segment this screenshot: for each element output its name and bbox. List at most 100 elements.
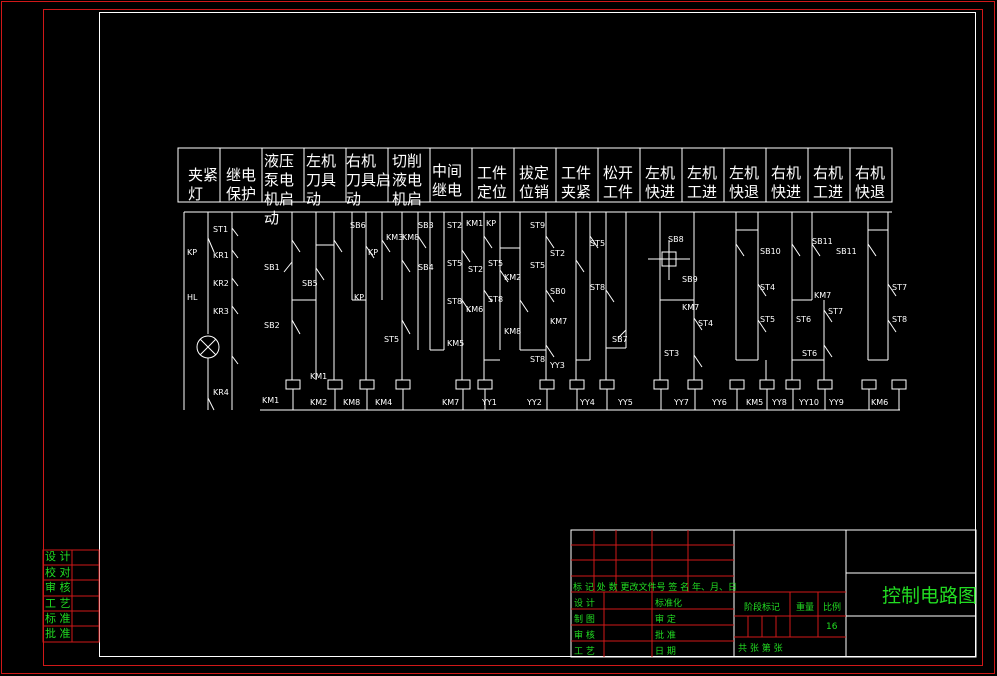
left-table-cell: 审 核 bbox=[45, 581, 71, 594]
svg-text:SB0: SB0 bbox=[550, 287, 566, 296]
svg-text:ST4: ST4 bbox=[760, 283, 775, 292]
header-cell: 工件 定位 bbox=[477, 164, 508, 201]
header-cell: 拔定 位销 bbox=[519, 164, 550, 201]
sheet-count: 共 张 第 张 bbox=[738, 644, 783, 654]
svg-text:SB11: SB11 bbox=[836, 247, 857, 256]
svg-text:YY3: YY3 bbox=[549, 361, 565, 370]
title-block-label: 批 准 bbox=[655, 631, 676, 641]
drawing-title: 控制电路图 bbox=[882, 585, 978, 607]
svg-text:ST4: ST4 bbox=[698, 319, 713, 328]
svg-text:SB7: SB7 bbox=[612, 335, 628, 344]
svg-text:KR1: KR1 bbox=[213, 251, 229, 260]
svg-text:KP: KP bbox=[368, 248, 378, 257]
coil-label: YY9 bbox=[828, 398, 844, 407]
contact-labels: ST1 KP KR1 KR2 KR3 HL KR4 SB1 SB2 SB5 KM… bbox=[187, 219, 907, 397]
title-block-label: 审 定 bbox=[655, 615, 676, 625]
title-block-label: 设 计 bbox=[574, 599, 595, 609]
svg-text:HL: HL bbox=[187, 293, 198, 302]
header-cell: 中间 继电 bbox=[432, 162, 463, 199]
svg-text:SB6: SB6 bbox=[350, 221, 366, 230]
coil-label: KM5 bbox=[746, 398, 763, 407]
left-table-cell: 标 准 bbox=[45, 612, 71, 625]
stage-mark-label: 阶段标记 bbox=[744, 603, 781, 613]
coil-label: KM8 bbox=[343, 398, 360, 407]
weight-label: 重量 bbox=[796, 603, 815, 613]
svg-text:ST8: ST8 bbox=[590, 283, 605, 292]
svg-text:ST8: ST8 bbox=[892, 315, 907, 324]
scale-label: 比例 bbox=[823, 603, 842, 613]
svg-text:SB4: SB4 bbox=[418, 263, 434, 272]
header-cell: 夹紧 灯 bbox=[188, 166, 219, 203]
header-cell: 右机 工进 bbox=[813, 164, 844, 201]
coil-label: YY5 bbox=[617, 398, 633, 407]
coil-label: YY1 bbox=[481, 398, 497, 407]
coil-label: KM4 bbox=[375, 398, 392, 407]
left-table-cell: 批 准 bbox=[45, 627, 71, 640]
header-cell: 继电 保护 bbox=[226, 166, 257, 203]
coil-label: YY2 bbox=[526, 398, 542, 407]
svg-text:SB1: SB1 bbox=[264, 263, 280, 272]
svg-text:ST5: ST5 bbox=[384, 335, 399, 344]
header-cell: 右机 快退 bbox=[855, 164, 886, 201]
left-table-cell: 工 艺 bbox=[45, 597, 71, 610]
title-block-header-row: 标 记 处 数 更改文件号 签 名 年、月、日 bbox=[573, 583, 738, 593]
coil-label: YY7 bbox=[673, 398, 689, 407]
svg-text:SB5: SB5 bbox=[302, 279, 318, 288]
svg-text:KP: KP bbox=[187, 248, 197, 257]
coil-label: YY4 bbox=[579, 398, 595, 407]
svg-text:ST8: ST8 bbox=[447, 297, 462, 306]
header-cell: 松开 工件 bbox=[603, 164, 634, 201]
svg-text:SB11: SB11 bbox=[812, 237, 833, 246]
svg-text:KM8: KM8 bbox=[504, 327, 521, 336]
drawing-border-red bbox=[43, 9, 983, 666]
header-cell: 右机 刀具启 动 bbox=[346, 152, 392, 208]
svg-text:ST7: ST7 bbox=[828, 307, 843, 316]
svg-text:KM1: KM1 bbox=[466, 219, 483, 228]
svg-text:ST9: ST9 bbox=[530, 221, 545, 230]
header-cell: 左机 快退 bbox=[729, 164, 760, 201]
svg-text:SB10: SB10 bbox=[760, 247, 781, 256]
title-block-label: 工 艺 bbox=[574, 647, 595, 657]
header-cell: 液压 泵电 机启 动 bbox=[264, 152, 295, 227]
svg-text:SB3: SB3 bbox=[418, 221, 434, 230]
svg-text:KP: KP bbox=[354, 293, 364, 302]
svg-text:ST5: ST5 bbox=[447, 259, 462, 268]
left-table-cell: 校 对 bbox=[45, 566, 71, 579]
svg-text:ST3: ST3 bbox=[664, 349, 679, 358]
title-block-label: 标准化 bbox=[655, 599, 683, 609]
svg-text:ST2: ST2 bbox=[468, 265, 483, 274]
svg-text:KM2: KM2 bbox=[504, 273, 521, 282]
left-table-cell: 设 计 bbox=[45, 550, 71, 563]
svg-text:SB2: SB2 bbox=[264, 321, 280, 330]
svg-text:ST6: ST6 bbox=[796, 315, 811, 324]
svg-text:KM7: KM7 bbox=[814, 291, 831, 300]
title-block-label: 审 核 bbox=[574, 631, 595, 641]
coil-label: KM1 bbox=[262, 396, 279, 405]
coil-label: KM7 bbox=[442, 398, 459, 407]
svg-text:ST5: ST5 bbox=[760, 315, 775, 324]
svg-text:KM5: KM5 bbox=[447, 339, 464, 348]
svg-text:KM7: KM7 bbox=[550, 317, 567, 326]
svg-text:ST5: ST5 bbox=[590, 239, 605, 248]
svg-text:KR2: KR2 bbox=[213, 279, 229, 288]
svg-text:KM1: KM1 bbox=[310, 372, 327, 381]
svg-text:ST2: ST2 bbox=[550, 249, 565, 258]
coil-label: YY6 bbox=[711, 398, 727, 407]
coil-label: YY10 bbox=[798, 398, 819, 407]
svg-text:ST8: ST8 bbox=[530, 355, 545, 364]
svg-text:ST7: ST7 bbox=[892, 283, 907, 292]
header-cell: 工件 夹紧 bbox=[561, 164, 592, 201]
header-cell: 左机 工进 bbox=[687, 164, 718, 201]
svg-text:KM6: KM6 bbox=[466, 305, 483, 314]
header-cell: 右机 快进 bbox=[771, 164, 802, 201]
svg-text:KP: KP bbox=[486, 219, 496, 228]
coil-label: YY8 bbox=[771, 398, 787, 407]
title-block-label: 制 图 bbox=[574, 615, 595, 625]
svg-text:ST2: ST2 bbox=[447, 221, 462, 230]
svg-text:SB8: SB8 bbox=[668, 235, 684, 244]
